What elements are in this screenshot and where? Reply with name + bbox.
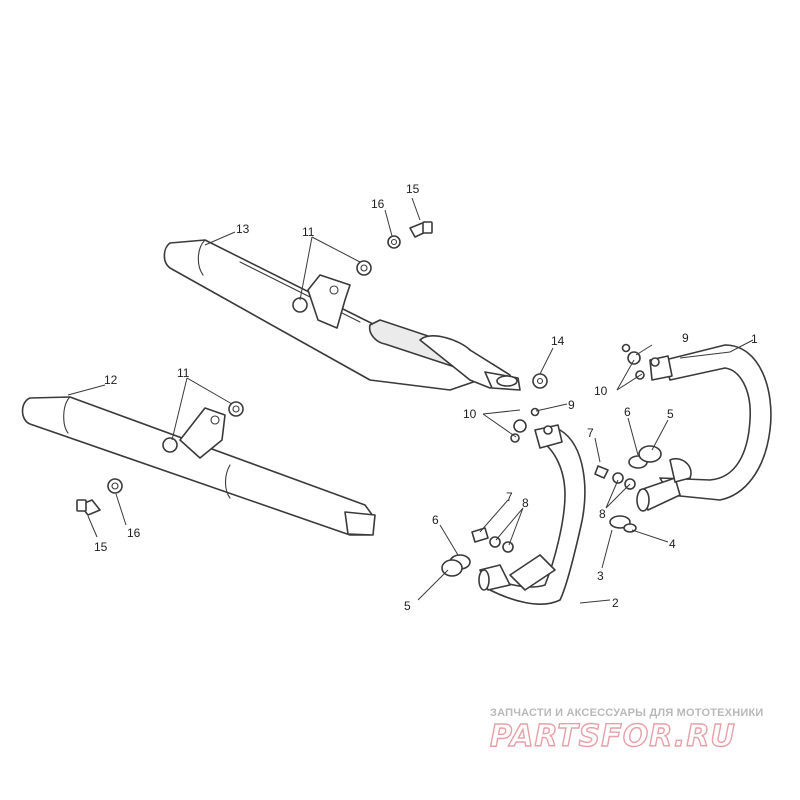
watermark: ЗАПЧАСТИ И АКСЕССУАРЫ ДЛЯ МОТОТЕХНИКИ PA…	[489, 707, 763, 755]
callout-6-lower: 6	[432, 513, 439, 527]
callout-labels: 1 2 3 4 5 6 7 8 9 10 9 10 5 6 7 8 14 13 …	[94, 182, 758, 613]
callout-11-upper: 11	[302, 225, 315, 239]
callout-7-lower: 7	[506, 490, 513, 504]
callout-9-middle: 9	[568, 398, 575, 412]
callout-5-upper: 5	[667, 407, 674, 421]
callout-9-upper: 9	[682, 331, 689, 345]
callout-8-upper: 8	[599, 507, 606, 521]
exhaust-pipe-2	[478, 424, 586, 605]
callout-12: 12	[104, 373, 118, 387]
callout-10-upper: 10	[594, 384, 608, 398]
leader-lines	[67, 197, 754, 604]
callout-16-lower: 16	[127, 526, 141, 540]
callout-3: 3	[597, 569, 604, 583]
callout-5-lower: 5	[404, 599, 411, 613]
callout-6-upper: 6	[624, 405, 631, 419]
callout-8-lower: 8	[522, 496, 529, 510]
watermark-tagline: ЗАПЧАСТИ И АКСЕССУАРЫ ДЛЯ МОТОТЕХНИКИ	[490, 707, 763, 719]
callout-15-upper: 15	[406, 182, 420, 196]
callout-13: 13	[236, 222, 250, 236]
callout-16-upper: 16	[371, 197, 385, 211]
upper-muffler	[163, 239, 521, 391]
watermark-logo: PARTSFOR.RU	[490, 719, 736, 754]
exhaust-pipe-1	[636, 344, 772, 512]
callout-4: 4	[669, 537, 676, 551]
callout-10-middle: 10	[463, 407, 477, 421]
callout-15-lower: 15	[94, 540, 108, 554]
callout-7-upper: 7	[587, 426, 594, 440]
callout-11-lower: 11	[177, 366, 190, 380]
lower-muffler	[21, 396, 376, 536]
callout-2: 2	[612, 596, 619, 610]
callout-1: 1	[751, 332, 758, 346]
callout-14: 14	[551, 334, 565, 348]
